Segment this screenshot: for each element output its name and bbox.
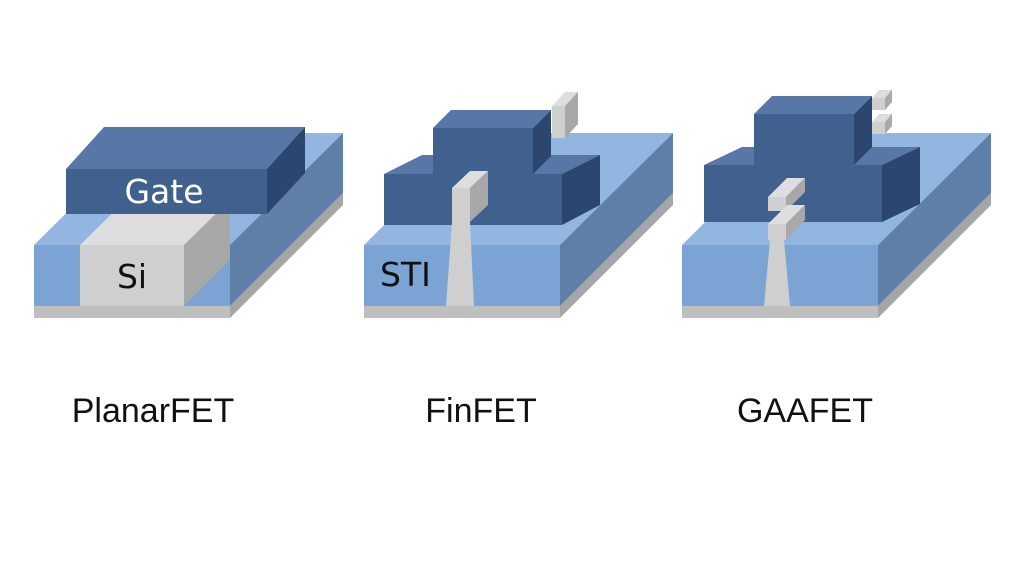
finfet-fin-front-side xyxy=(470,171,488,222)
gaafet-substrate-front xyxy=(682,306,878,318)
gaafet-sheet-back-upper-side xyxy=(885,90,892,110)
gaafet-sheet-back-upper xyxy=(872,98,885,110)
finfet-substrate-side xyxy=(560,193,673,318)
finfet-fin-base xyxy=(446,222,474,306)
finfet-gate-upper-front xyxy=(433,128,533,174)
finfet-fin-front xyxy=(452,188,470,222)
gaafet-sheet-front-lower-top xyxy=(768,205,805,224)
finfet-fin-back-top xyxy=(552,92,578,106)
planarfet-caption: PlanarFET xyxy=(72,392,235,430)
gaafet-sheet-front-upper xyxy=(768,197,786,211)
finfet-gate-upper-top xyxy=(433,110,551,128)
finfet-fin-back-front xyxy=(552,106,565,138)
gaafet-sheet-back-lower-top xyxy=(872,114,892,122)
finfet-gate-upper-side xyxy=(533,110,551,174)
finfet-gate-lower-side xyxy=(562,155,600,225)
gaafet-fin-base xyxy=(764,240,790,306)
gaafet-sheet-front-upper-top xyxy=(768,178,805,197)
finfet-substrate-front xyxy=(364,306,560,318)
planarfet-gate-front xyxy=(66,169,267,214)
gaafet-sheet-front-upper-side xyxy=(786,178,805,211)
gaafet-caption: GAAFET xyxy=(737,392,873,430)
planarfet-device: Gate Si xyxy=(34,127,343,318)
finfet-device: STI xyxy=(364,92,673,318)
sti-label: STI xyxy=(380,255,431,294)
finfet-caption: FinFET xyxy=(425,392,536,430)
gaafet-sheet-front-lower xyxy=(768,224,786,240)
gaafet-substrate-side xyxy=(878,193,991,318)
gaafet-sheet-back-lower-side xyxy=(885,114,892,134)
planarfet-substrate-side xyxy=(230,193,343,318)
planarfet-gate-top xyxy=(66,127,305,169)
planarfet-gate-side xyxy=(267,127,305,214)
gaafet-oxide-side xyxy=(878,133,991,306)
gate-label: Gate xyxy=(124,172,203,211)
gaafet-gate-upper-side xyxy=(854,96,872,165)
finfet-fin-front-top xyxy=(452,171,488,188)
planarfet-oxide-side xyxy=(230,133,343,306)
si-label: Si xyxy=(117,257,147,296)
gaafet-sheet-back-lower xyxy=(872,122,885,134)
gaafet-gate-lower-side xyxy=(882,147,920,222)
planarfet-channel-front xyxy=(80,245,184,306)
gaafet-sheet-back-upper-top xyxy=(872,90,892,98)
finfet-oxide-side xyxy=(560,133,673,306)
gaafet-sheet-front-lower-side xyxy=(786,205,805,240)
gaafet-gate-upper-front xyxy=(754,114,854,165)
planarfet-channel-side xyxy=(184,200,230,306)
planarfet-substrate-front xyxy=(34,306,230,318)
gaafet-gate-upper-top xyxy=(754,96,872,114)
finfet-fin-back-side xyxy=(565,92,578,138)
gaafet-device xyxy=(682,90,991,318)
